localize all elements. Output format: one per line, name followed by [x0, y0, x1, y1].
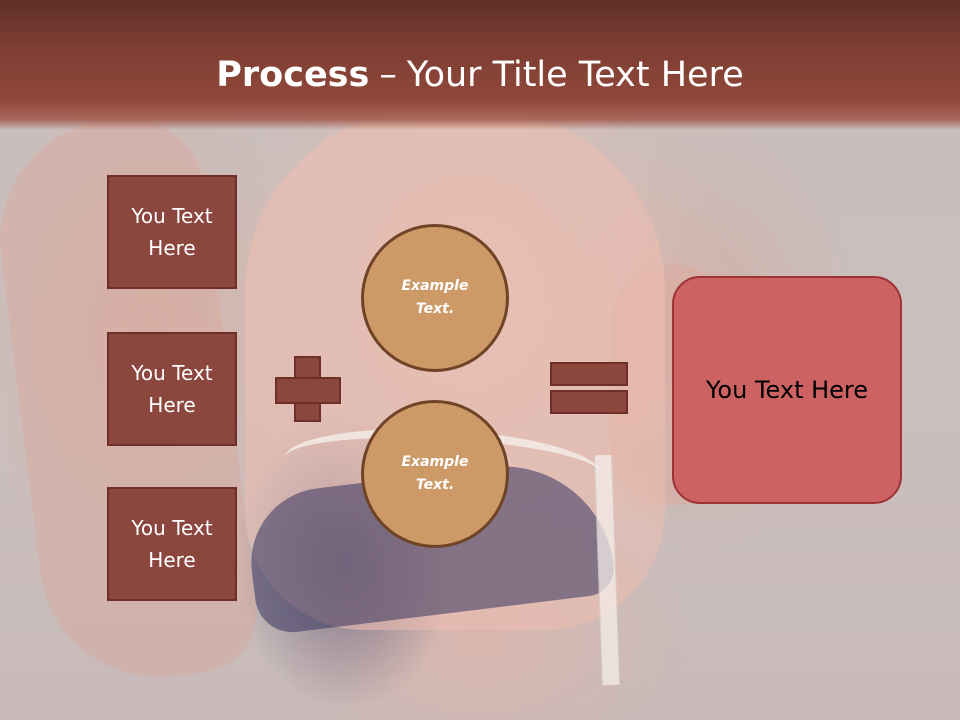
equals-symbol-bottom: [550, 390, 628, 414]
title-band: [0, 0, 960, 130]
plus-symbol-horizontal: [275, 377, 341, 404]
example-circle-2: Example Text.: [361, 400, 509, 548]
left-text-box-3: You Text Here: [107, 487, 237, 601]
title-rest: Your Title Text Here: [406, 55, 744, 95]
left-text-box-1: You Text Here: [107, 175, 237, 289]
title-separator: –: [379, 55, 397, 95]
equals-symbol-top: [550, 362, 628, 386]
example-circle-1: Example Text.: [361, 224, 509, 372]
slide-title: Process–Your Title Text Here: [0, 52, 960, 98]
left-text-box-2: You Text Here: [107, 332, 237, 446]
result-text-box: You Text Here: [672, 276, 902, 504]
title-bold: Process: [216, 55, 370, 95]
